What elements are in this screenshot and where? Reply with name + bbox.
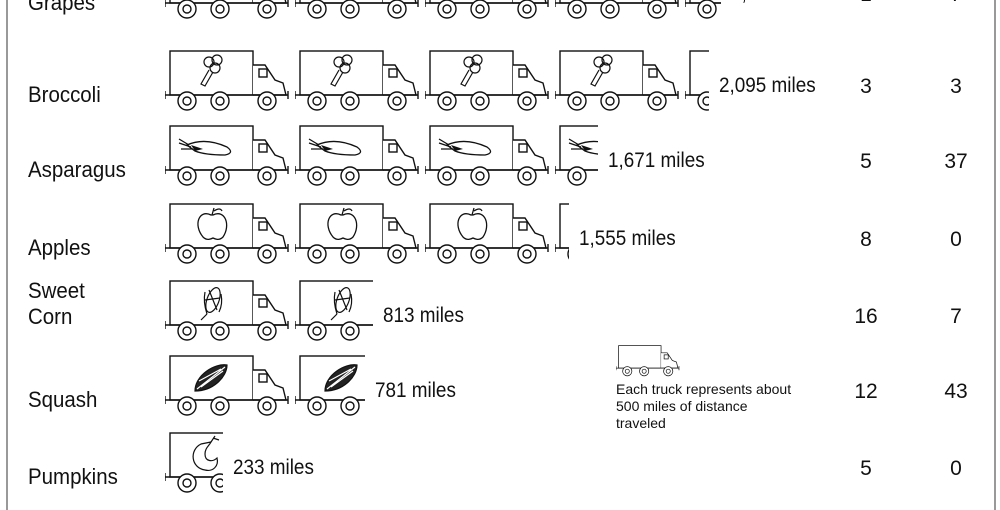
row-label: Broccoli	[28, 82, 101, 107]
truck-icon	[165, 125, 290, 187]
row-label: Squash	[28, 387, 98, 412]
col2-value: 37	[944, 150, 968, 173]
col2-value: 0	[950, 228, 962, 251]
row-grapes: Grapes 2,143 miles 1 7	[0, 0, 1000, 20]
miles-label: 1,671 miles	[607, 149, 705, 172]
truck-icon	[295, 355, 366, 417]
truck-icon	[555, 203, 569, 265]
truck-icon	[425, 0, 550, 20]
col1-value: 5	[860, 150, 872, 173]
miles-label: 781 miles	[375, 379, 457, 402]
row-label: Grapes	[28, 0, 96, 15]
col1-value: 3	[860, 75, 872, 98]
col2-value: 0	[950, 457, 962, 480]
col1-value: 8	[860, 228, 872, 251]
truck-icon	[295, 0, 420, 20]
row-broccoli: Broccoli 2,095 miles 3 3	[0, 50, 1000, 112]
col2-value: 7	[926, 0, 986, 7]
truck-icon	[685, 0, 721, 20]
truck-icon	[165, 432, 224, 494]
truck-icon	[425, 50, 550, 112]
miles-label: 233 miles	[233, 456, 315, 479]
truck-icon	[555, 0, 680, 20]
row-sweet-corn: Sweet Corn 813 miles 16 7	[0, 278, 1000, 342]
miles-label: 813 miles	[383, 304, 465, 327]
truck-icon	[165, 0, 290, 20]
truck-icon	[165, 355, 290, 417]
row-squash: Squash 781 miles 12 43	[0, 355, 1000, 417]
truck-icon	[295, 203, 420, 265]
truck-icon	[425, 203, 550, 265]
col1-value: 16	[854, 305, 878, 328]
row-asparagus: Asparagus 1,671 miles 5 37	[0, 125, 1000, 187]
col2-value: 43	[944, 380, 968, 403]
col1-value: 12	[854, 380, 878, 403]
row-label: Sweet Corn	[28, 278, 85, 329]
truck-icon	[295, 280, 374, 342]
miles-label: 2,143 miles	[731, 0, 828, 6]
row-pumpkins: Pumpkins 233 miles 5 0	[0, 432, 1000, 494]
col2-value: 7	[950, 305, 962, 328]
col1-value: 1	[836, 0, 896, 7]
legend: Each truck represents about 500 miles of…	[615, 345, 796, 432]
row-label: Asparagus	[28, 157, 126, 182]
legend-truck-icon	[615, 345, 680, 377]
row-label: Apples	[28, 235, 91, 260]
truck-icon	[555, 125, 598, 187]
miles-label: 1,555 miles	[578, 227, 676, 250]
legend-text: Each truck represents about 500 miles of…	[616, 381, 792, 431]
row-label: Pumpkins	[28, 464, 118, 489]
miles-label: 2,095 miles	[718, 74, 816, 97]
truck-icon	[295, 50, 420, 112]
col1-value: 5	[860, 457, 872, 480]
chart-frame	[6, 0, 996, 510]
truck-icon	[685, 50, 709, 112]
col2-value: 3	[950, 75, 962, 98]
truck-icon	[555, 50, 680, 112]
truck-icon	[165, 203, 290, 265]
row-apples: Apples 1,555 miles 8 0	[0, 203, 1000, 265]
truck-icon	[165, 280, 290, 342]
truck-icon	[165, 50, 290, 112]
truck-icon	[425, 125, 550, 187]
truck-icon	[295, 125, 420, 187]
